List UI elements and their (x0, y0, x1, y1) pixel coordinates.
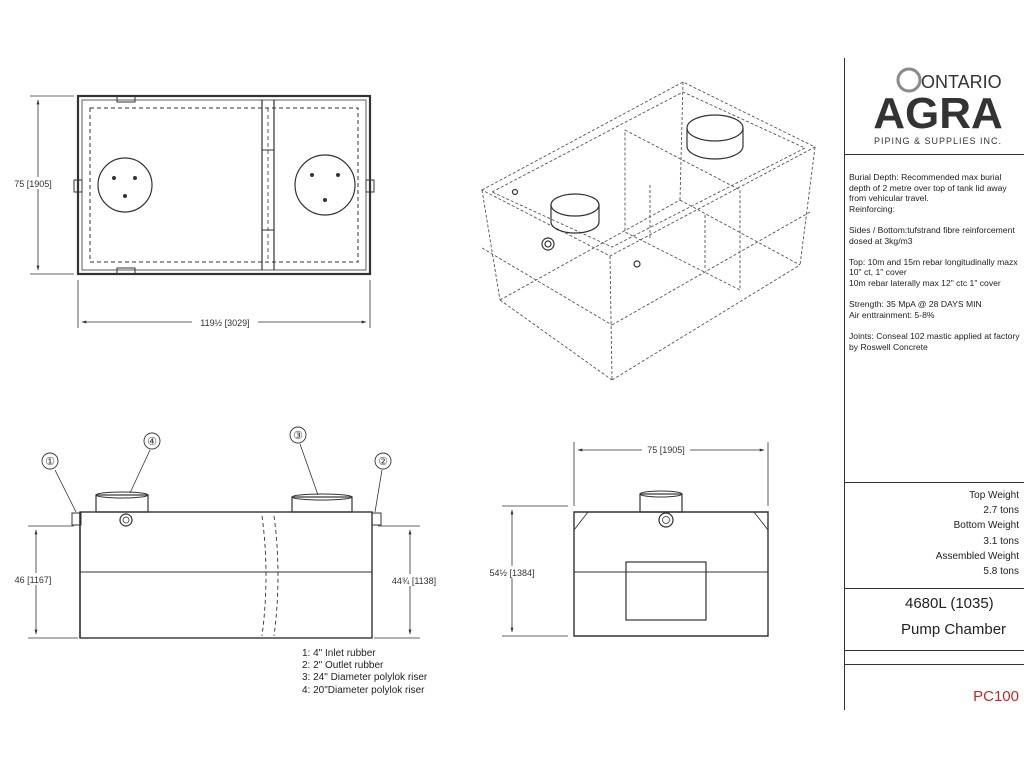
legend-item: 2: 2" Outlet rubber (302, 660, 384, 672)
bottom-weight-value: 3.1 tons (983, 535, 1019, 547)
assembled-weight-label: Assembled Weight (935, 550, 1019, 562)
front-left-height-dim: 46 [1167] (15, 575, 52, 585)
title-block: ONTARIO AGRA PIPING & SUPPLIES INC. Buri… (844, 58, 1024, 710)
callout-2: ② (378, 456, 388, 468)
drawing-code: PC100 (973, 688, 1019, 705)
title-block-divider (845, 588, 1024, 589)
assembled-weight-value: 5.8 tons (983, 566, 1019, 578)
top-weight-label: Top Weight (969, 490, 1019, 501)
end-height-dim: 54½ [1384] (489, 568, 534, 578)
title-block-divider (845, 482, 1024, 483)
front-view (41, 426, 392, 639)
logo-agra: AGRA (873, 89, 1003, 138)
front-right-height-dim: 44¾ [1138] (392, 576, 436, 586)
top-weight-value: 2.7 tons (983, 505, 1019, 517)
top-height-dim: 75 [1905] (14, 179, 52, 189)
end-view-dimensions (502, 442, 769, 637)
callout-1: ① (45, 456, 55, 468)
callout-4: ④ (147, 436, 157, 448)
weights-section: Top Weight 2.7 tons Bottom Weight 3.1 to… (849, 488, 1019, 579)
legend-item: 1: 4" Inlet rubber (302, 648, 376, 659)
callout-3: ③ (293, 430, 303, 442)
legend-item: 3: 24" Diameter polylok riser (302, 672, 428, 684)
bottom-weight-label: Bottom Weight (953, 520, 1019, 532)
isometric-risers (511, 114, 744, 268)
construction-notes: Burial Depth: Recommended max burial dep… (849, 172, 1020, 352)
end-view (573, 490, 769, 637)
logo-tagline: PIPING & SUPPLIES INC. (874, 136, 1002, 146)
product-description: Pump Chamber (901, 621, 1007, 638)
technical-drawing: 75 [1905] 119½ [3029] (14, 81, 816, 639)
title-block-divider (845, 650, 1024, 651)
logo-ontario: ONTARIO (921, 72, 1002, 92)
title-block-divider (845, 154, 1024, 155)
top-view (73, 94, 375, 276)
top-length-dim: 119½ [3029] (200, 318, 249, 328)
title-block-divider (845, 664, 1024, 665)
legend-item: 4: 20"Diameter polylok riser (302, 684, 425, 696)
parts-legend: 1: 4" Inlet rubber 2: 2" Outlet rubber 3… (302, 648, 427, 697)
front-view-dimensions (28, 525, 420, 639)
company-logo: ONTARIO AGRA PIPING & SUPPLIES INC. (873, 67, 1003, 146)
end-width-dim: 75 [1905] (647, 445, 685, 455)
model-number: 4680L (1035) (905, 595, 994, 612)
isometric-view (481, 81, 816, 381)
top-view-dimensions (30, 95, 371, 328)
